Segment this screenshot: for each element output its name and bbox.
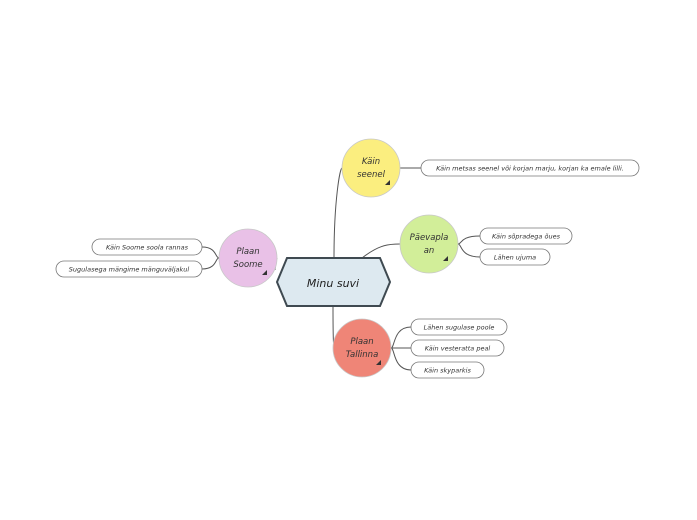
leaf-topic[interactable]: Käin sõpradega õues xyxy=(479,227,573,245)
leaf-topic-label: Käin skyparkis xyxy=(424,367,471,375)
topic-bubble-label: Soome xyxy=(233,260,262,270)
topic-bubble-label: Plaan xyxy=(350,337,373,347)
expand-corner-icon[interactable] xyxy=(443,256,448,261)
leaf-topic-label: Käin Soome soola rannas xyxy=(106,244,189,252)
leaf-connector xyxy=(390,326,412,349)
topic-bubble-label: Käin xyxy=(362,157,380,167)
leaf-topic-box xyxy=(55,260,203,278)
leaf-topic[interactable]: Käin metsas seenel või korjan marju, kor… xyxy=(420,159,640,177)
topic-bubble-label: Tallinna xyxy=(346,350,379,360)
topic-bubble-label: Plaan xyxy=(236,247,259,257)
leaf-topic-label: Käin metsas seenel või korjan marju, kor… xyxy=(436,165,624,173)
central-topic[interactable]: Minu suvi xyxy=(275,257,392,307)
leaf-topic[interactable]: Käin vesteratta peal xyxy=(410,339,505,357)
topic-bubble-label: an xyxy=(424,246,435,256)
leaf-topic-box xyxy=(410,339,505,357)
topic-bubble-shape xyxy=(332,318,392,378)
leaf-topic-box xyxy=(91,238,203,256)
central-topic-shape xyxy=(275,257,392,307)
connector-paevaplaan xyxy=(361,243,401,259)
leaf-topic-box xyxy=(479,227,573,245)
expand-corner-icon[interactable] xyxy=(385,180,390,185)
leaf-topic[interactable]: Käin Soome soola rannas xyxy=(91,238,203,256)
leaf-topic[interactable]: Lähen ujuma xyxy=(479,248,551,266)
leaf-topic-label: Lähen sugulase poole xyxy=(424,324,495,332)
leaf-topic-label: Käin sõpradega õues xyxy=(492,233,561,241)
expand-corner-icon[interactable] xyxy=(376,360,381,365)
leaf-topic-box xyxy=(479,248,551,266)
leaf-connector xyxy=(457,235,481,245)
leaf-topic-box xyxy=(420,159,640,177)
topic-bubble-kain-seenel[interactable]: Käin seenel xyxy=(341,138,401,198)
leaf-topic[interactable]: Sugulasega mängime mänguväljakul xyxy=(55,260,203,278)
topic-bubble-shape xyxy=(399,214,459,274)
topic-bubble-shape xyxy=(341,138,401,198)
topic-bubble-shape xyxy=(218,228,278,288)
leaf-topic[interactable]: Käin skyparkis xyxy=(410,361,485,379)
leaf-topic-label: Sugulasega mängime mänguväljakul xyxy=(69,266,190,274)
leaf-topic-box xyxy=(410,318,508,336)
leaf-connector xyxy=(201,257,220,270)
topic-bubble-label: Päevapla xyxy=(410,233,449,243)
leaf-connector xyxy=(457,243,481,258)
leaf-topic-label: Käin vesteratta peal xyxy=(425,345,491,353)
leaf-topic[interactable]: Lähen sugulase poole xyxy=(410,318,508,336)
connector-kain-seenel xyxy=(333,167,343,259)
topic-bubble-paevaplaan[interactable]: Päevapla an xyxy=(399,214,459,274)
central-topic-label: Minu suvi xyxy=(307,277,359,290)
leaf-connector xyxy=(390,347,412,371)
expand-corner-icon[interactable] xyxy=(262,270,267,275)
leaf-topic-label: Lähen ujuma xyxy=(494,254,536,262)
topic-bubble-label: seenel xyxy=(357,170,386,180)
leaf-topic-box xyxy=(410,361,485,379)
leaf-connector xyxy=(201,246,220,259)
